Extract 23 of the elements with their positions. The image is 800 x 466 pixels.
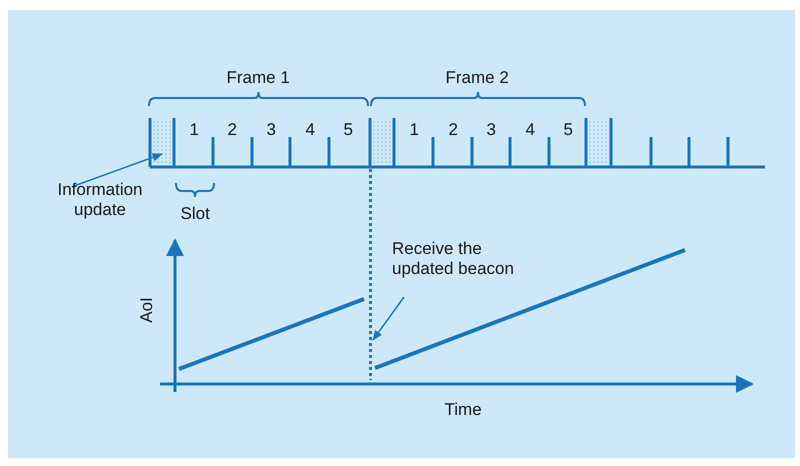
update-block (152, 120, 173, 165)
slot-number: 2 (228, 120, 237, 140)
update-block (588, 120, 609, 165)
slot-number: 1 (410, 120, 419, 140)
update-block (372, 120, 392, 165)
leader-line (74, 153, 163, 187)
slot-number: 5 (344, 120, 353, 140)
slot-number: 4 (306, 120, 315, 140)
slot-number: 3 (266, 120, 276, 140)
slot-number: 3 (486, 120, 496, 140)
slot-number: 1 (190, 120, 199, 140)
axis-title: Time (444, 400, 482, 420)
axis-title: AoI (136, 297, 157, 323)
annotation-text: Information update (44, 180, 156, 220)
leader-line (372, 296, 405, 341)
frame-label: Frame 1 (226, 68, 290, 88)
slot-number: 4 (526, 120, 535, 140)
slot-number: 5 (564, 120, 573, 140)
slot-number: 2 (448, 120, 458, 140)
annotation-text: Receive the updated beacon (392, 239, 517, 279)
slot-label: Slot (180, 204, 210, 224)
frame-label: Frame 2 (446, 68, 509, 88)
dotted-line (369, 169, 372, 380)
